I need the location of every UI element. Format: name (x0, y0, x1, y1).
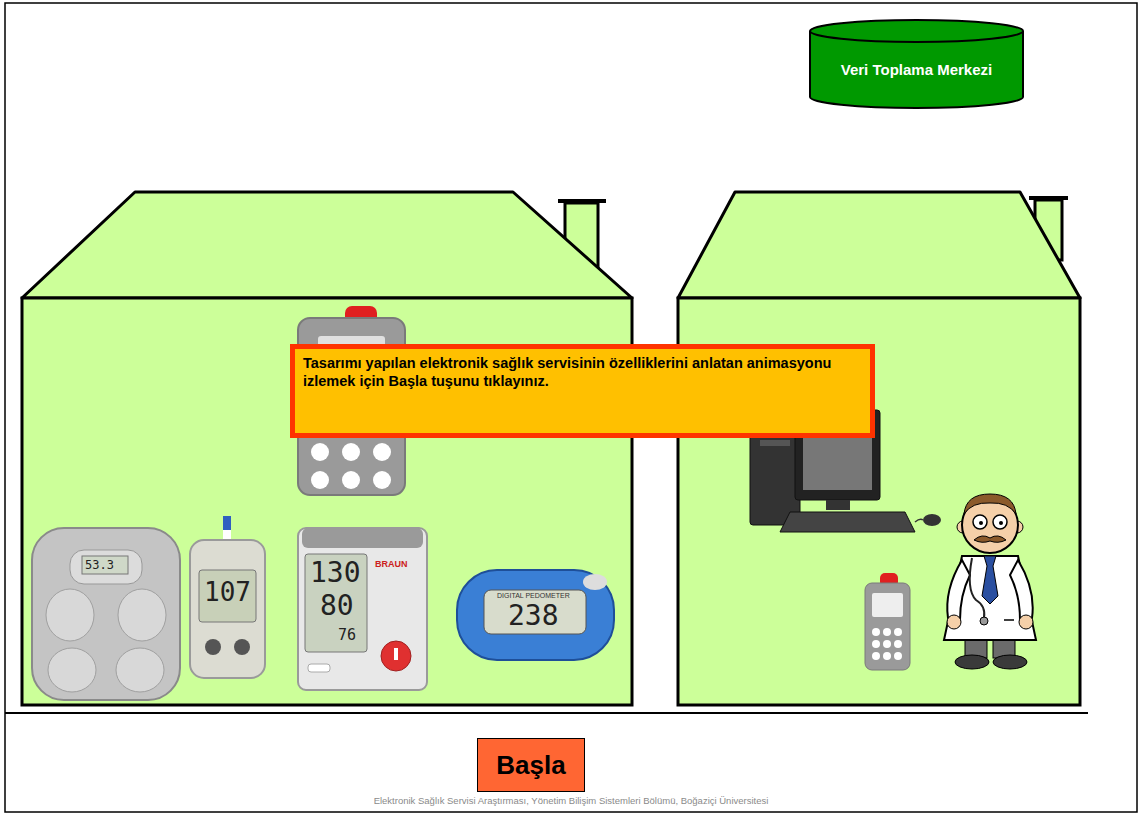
doctor-eye (979, 521, 983, 525)
ground-line (5, 712, 1088, 714)
scale-head (70, 550, 142, 584)
chimney-cap (558, 199, 606, 203)
scale-reading: 53.3 (85, 559, 114, 571)
doctor-coat (944, 556, 1036, 640)
doctor-figure (944, 494, 1036, 669)
device-name: DIGITAL PEDOMETER (497, 592, 570, 599)
phone-key (311, 443, 329, 461)
doctor-tie (982, 556, 998, 604)
start-button: Başla (477, 738, 585, 792)
step-count: 238 (508, 602, 559, 630)
phone-key (894, 640, 902, 648)
glucose-reading: 107 (204, 579, 251, 605)
phone-key (883, 628, 891, 636)
phone-key (883, 652, 891, 660)
phone-key (373, 471, 391, 489)
coat-pocket (1004, 619, 1014, 621)
power-symbol (394, 648, 398, 660)
phone-key (872, 628, 880, 636)
phone-key (872, 652, 880, 660)
house-roof (678, 192, 1080, 298)
doctor-eye (999, 521, 1003, 525)
monitor-display (305, 554, 367, 652)
doctor-arm (1010, 560, 1033, 620)
node-text: Veri Toplama Merkezi (812, 61, 1021, 78)
house-roof (22, 192, 632, 298)
doctor-shoe (955, 655, 989, 669)
doctor-glasses (973, 515, 987, 529)
doctor-hand (947, 615, 961, 629)
test-strip (223, 530, 231, 540)
doctor-mustache (974, 536, 1006, 542)
node-text: Tasarımı yapılan elektronik sağlık servi… (303, 354, 862, 390)
meter-button (205, 639, 221, 655)
cylinder-top (810, 20, 1023, 42)
doctor-hand (1019, 615, 1033, 629)
doctor-hair (964, 494, 1016, 514)
scale-pad (48, 648, 96, 692)
mouse-cable (915, 519, 923, 522)
phone-key (373, 443, 391, 461)
pc-stand (826, 500, 850, 510)
meter-display (199, 570, 256, 622)
diastolic-reading: 80 (320, 592, 354, 620)
systolic-reading: 130 (310, 559, 361, 587)
footer-credit: Elektronik Sağlık Servisi Araştırması, Y… (0, 796, 1142, 806)
pedometer-display (484, 590, 586, 634)
instruction-callout: Tasarımı yapılan elektronik sağlık servi… (290, 344, 875, 438)
scale-pad (46, 589, 94, 641)
monitor-button (308, 664, 330, 672)
meter-button (234, 639, 250, 655)
phone-key (883, 640, 891, 648)
pedometer-body (457, 570, 614, 660)
keyboard (780, 512, 915, 532)
chimney-cap (1029, 196, 1068, 200)
phone-key (342, 443, 360, 461)
scale-pad (116, 648, 164, 692)
power-button (381, 641, 411, 671)
node-text: Başla (478, 750, 584, 781)
doctor-glasses (993, 515, 1007, 529)
body-scale (32, 528, 180, 700)
phone-key (894, 652, 902, 660)
monitor-body (298, 528, 427, 690)
phone-body (865, 583, 910, 670)
stethoscope-head (980, 617, 988, 625)
doctor-arm (947, 560, 970, 620)
phone-screen (872, 593, 903, 617)
data-center-cylinder: Veri Toplama Merkezi (808, 18, 1025, 110)
mobile-phone (865, 573, 910, 670)
pc-tower (750, 425, 800, 525)
meter-body (190, 540, 265, 678)
pc-drive (760, 440, 790, 446)
scale-body (32, 528, 180, 700)
mouse (923, 514, 941, 526)
glucose-meter (190, 516, 265, 678)
brand-name: BRAUN (375, 560, 408, 569)
phone-key (872, 640, 880, 648)
page-frame (5, 3, 1137, 812)
stethoscope (970, 558, 985, 618)
blood-pressure-monitor (298, 528, 427, 690)
phone-key (311, 471, 329, 489)
phone-key (894, 628, 902, 636)
scale-display (82, 556, 128, 574)
phone-key (342, 471, 360, 489)
scale-pad (118, 589, 166, 641)
pedometer-button (583, 574, 607, 590)
cuff (302, 528, 423, 548)
pulse-reading: 76 (338, 628, 356, 643)
doctor-shoe (993, 655, 1027, 669)
pedometer (457, 570, 614, 660)
